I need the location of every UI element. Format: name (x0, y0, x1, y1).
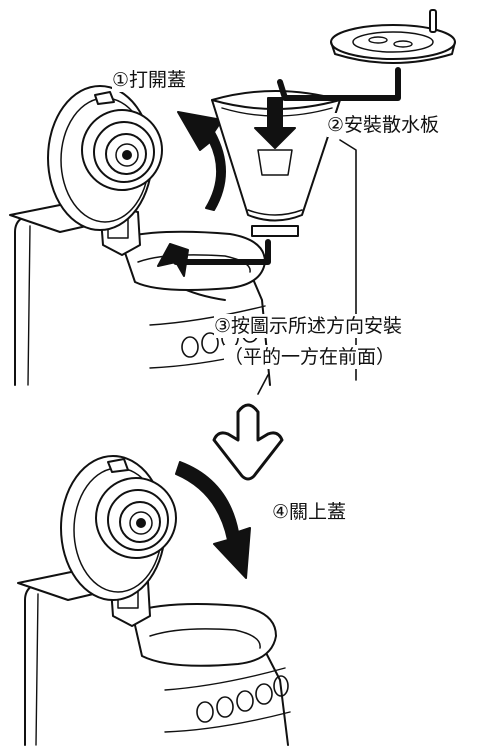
step-install-spreader-label: ②安裝散水板 (327, 113, 440, 137)
step-close-lid-label: ④關上蓋 (272, 500, 347, 524)
water-spreader-plate (330, 9, 456, 64)
step-open-lid-label: ①打開蓋 (112, 68, 187, 92)
down-arrow (254, 97, 296, 149)
coffee-maker-bottom (17, 455, 291, 746)
step-install-direction-label: ③按圖示所述方向安裝 (214, 314, 403, 338)
curved-arrow-up (177, 111, 226, 211)
coffee-maker-top (9, 85, 271, 386)
curved-arrow-down (175, 461, 251, 579)
hollow-down-arrow (212, 403, 284, 481)
step-install-note-label: （平的一方在前面） (224, 345, 396, 369)
